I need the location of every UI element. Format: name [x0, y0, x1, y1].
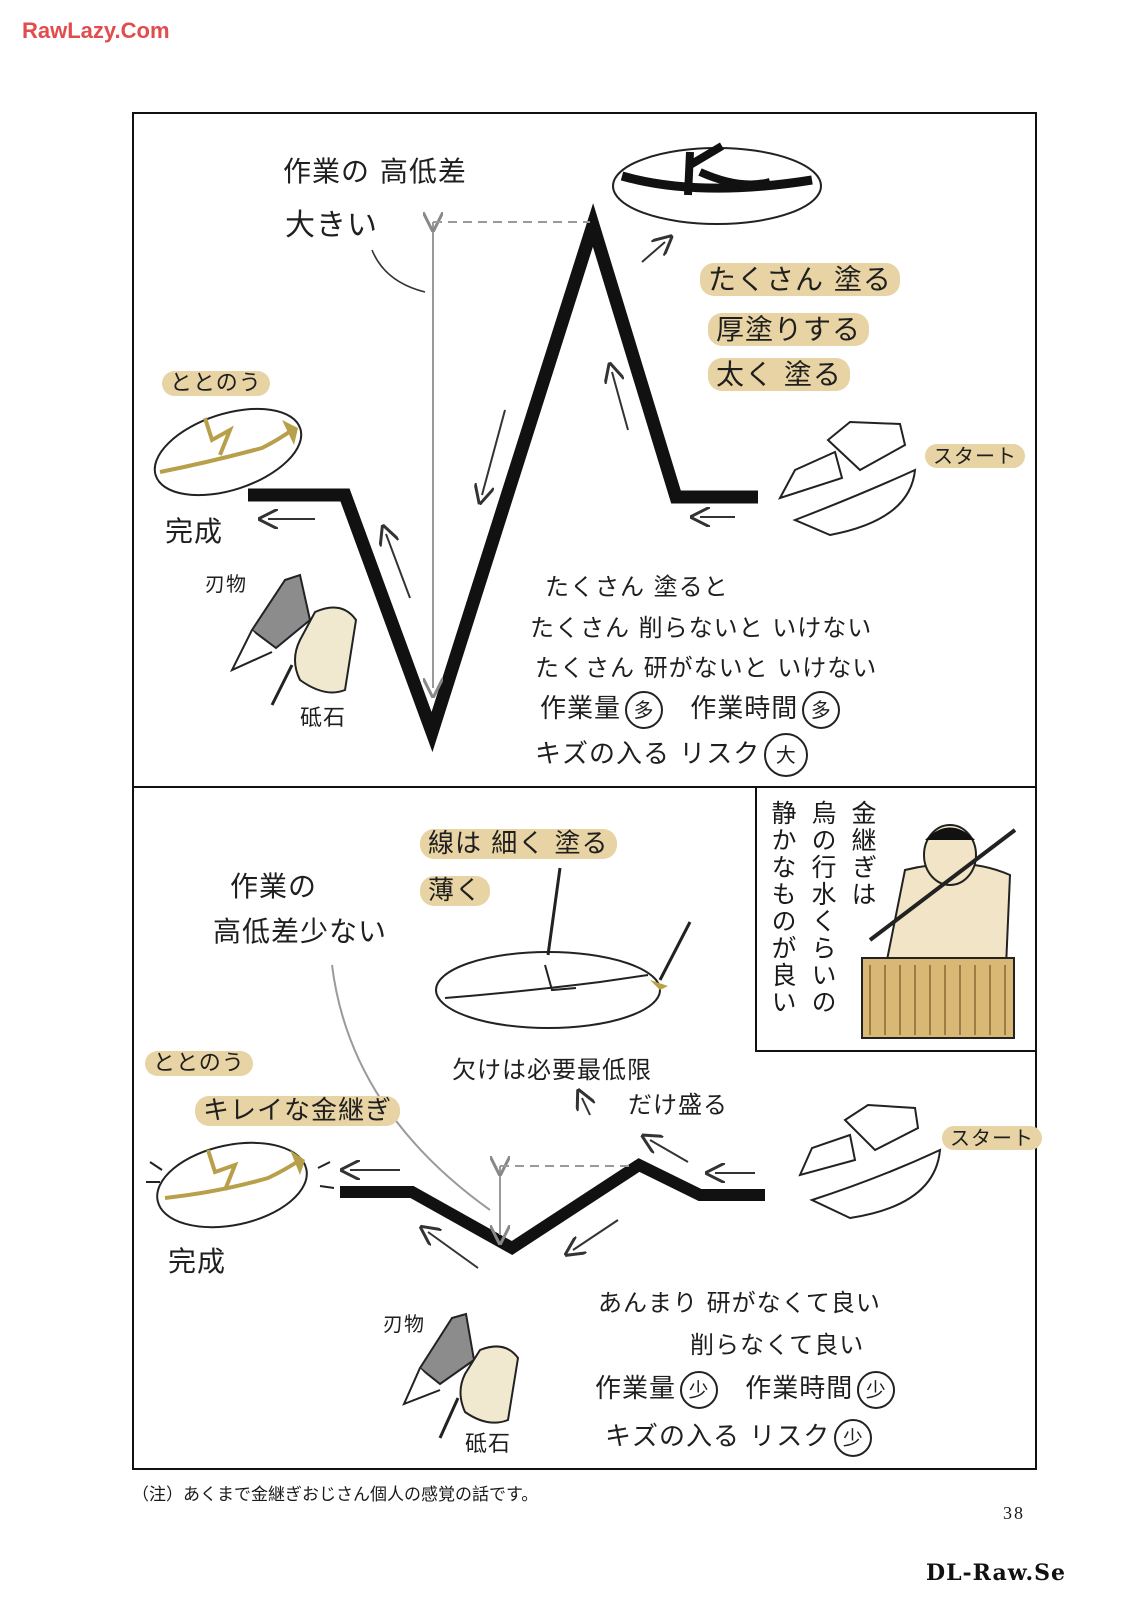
watermark-bottom: DL-Raw.Se [926, 1560, 1066, 1586]
bottom-risk: キズの入る リスク [605, 1422, 831, 1452]
whetstone-label-top: 砥石 [300, 706, 347, 731]
blade-label-top: 刃物 [205, 572, 247, 596]
top-work-amount: 作業量 [540, 694, 622, 724]
finish-label-bottom-1: ととのう [145, 1051, 253, 1076]
bather-icon [861, 824, 1017, 1039]
knife-hand-icon-2 [402, 1312, 520, 1439]
arrow-up-left-2 [428, 1232, 479, 1269]
process-line-small [340, 1158, 765, 1256]
finish-label-top: ととのう [162, 371, 270, 396]
bottom-diff-label-2: 高低差少ない [213, 915, 388, 948]
top-explain-3: たくさん 研がないと いけない [535, 654, 878, 682]
top-explain-1: たくさん 塗ると [545, 573, 729, 601]
arrow-up-left [650, 1140, 689, 1163]
whetstone-label-bottom: 砥石 [465, 1432, 512, 1457]
thick-label-2: 厚塗りする [708, 313, 870, 346]
top-diff-label-1: 作業の 高低差 [283, 155, 467, 188]
complete-label-top: 完成 [165, 515, 224, 548]
start-label-bottom: スタート [942, 1126, 1042, 1150]
top-explain-2: たくさん 削らないと いけない [530, 614, 873, 642]
finish-label-bottom-2: キレイな金継ぎ [195, 1096, 401, 1126]
arrow-down-1 [482, 409, 506, 495]
bottom-work-time-mark: 少 [857, 1370, 896, 1409]
gold-plate-icon-2 [146, 1141, 335, 1229]
broken-plate-icon [777, 420, 917, 537]
top-risk: キズの入る リスク [535, 739, 761, 770]
bottom-explain-2: 削らなくて良い [690, 1331, 865, 1359]
bottom-work-time: 作業時間 [745, 1374, 854, 1404]
top-work-time-mark: 多 [802, 690, 841, 729]
top-diff-label-2: 大きい [285, 208, 378, 243]
page-number: 38 [1003, 1503, 1025, 1523]
arrow-down-left [573, 1219, 619, 1250]
thin-label-2: 薄く [420, 876, 491, 906]
top-risk-mark: 大 [764, 733, 809, 777]
top-work-time: 作業時間 [690, 694, 799, 724]
aside-text: 金継ぎは 烏の行水くらいの 静かなものが良い [762, 800, 882, 1040]
chip-label-2: だけ盛る [628, 1091, 728, 1119]
aside-panel [755, 786, 1037, 1052]
thin-label-1: 線は 細く 塗る [420, 829, 617, 859]
aside-col-3: 静かなものが良い [768, 800, 797, 1016]
blade-label-bottom: 刃物 [383, 1312, 425, 1336]
broken-plate-icon-2 [798, 1103, 942, 1220]
aside-col-1: 金継ぎは [848, 800, 877, 908]
aside-col-2: 烏の行水くらいの [808, 800, 837, 1016]
bottom-risk-row: キズの入る リスク少 [605, 1416, 873, 1457]
knife-hand-icon [229, 573, 358, 706]
arrow-up-3 [582, 1098, 590, 1116]
start-label-top: スタート [925, 444, 1025, 468]
plate-thick-icon [612, 142, 822, 225]
complete-label-bottom: 完成 [168, 1245, 227, 1278]
plate-thin-icon [435, 867, 692, 1029]
thick-label-1: たくさん 塗る [700, 263, 900, 296]
arrow-up-right-1 [641, 242, 665, 263]
gold-plate-icon [153, 407, 303, 497]
process-line-large [248, 203, 758, 753]
arrow-up-1 [612, 372, 629, 431]
top-work-amount-mark: 多 [625, 690, 664, 729]
bottom-work-amount: 作業量 [595, 1374, 677, 1404]
bottom-explain-1: あんまり 研がなくて良い [598, 1289, 881, 1317]
arrow-up-2 [386, 534, 411, 599]
watermark-top: RawLazy.Com [22, 18, 170, 43]
thick-label-3: 太く 塗る [708, 358, 850, 391]
top-risk-row: キズの入る リスク大 [535, 733, 809, 777]
top-work-row: 作業量多 作業時間多 [540, 688, 841, 729]
footnote: （注）あくまで金継ぎおじさん個人の感覚の話です。 [132, 1485, 539, 1505]
label-leader [371, 249, 426, 293]
bottom-work-amount-mark: 少 [680, 1370, 719, 1409]
chip-label-1: 欠けは必要最低限 [452, 1056, 652, 1084]
bottom-work-row: 作業量少 作業時間少 [595, 1368, 896, 1409]
bottom-risk-mark: 少 [834, 1418, 873, 1457]
bottom-diff-label-1: 作業の [230, 870, 318, 903]
